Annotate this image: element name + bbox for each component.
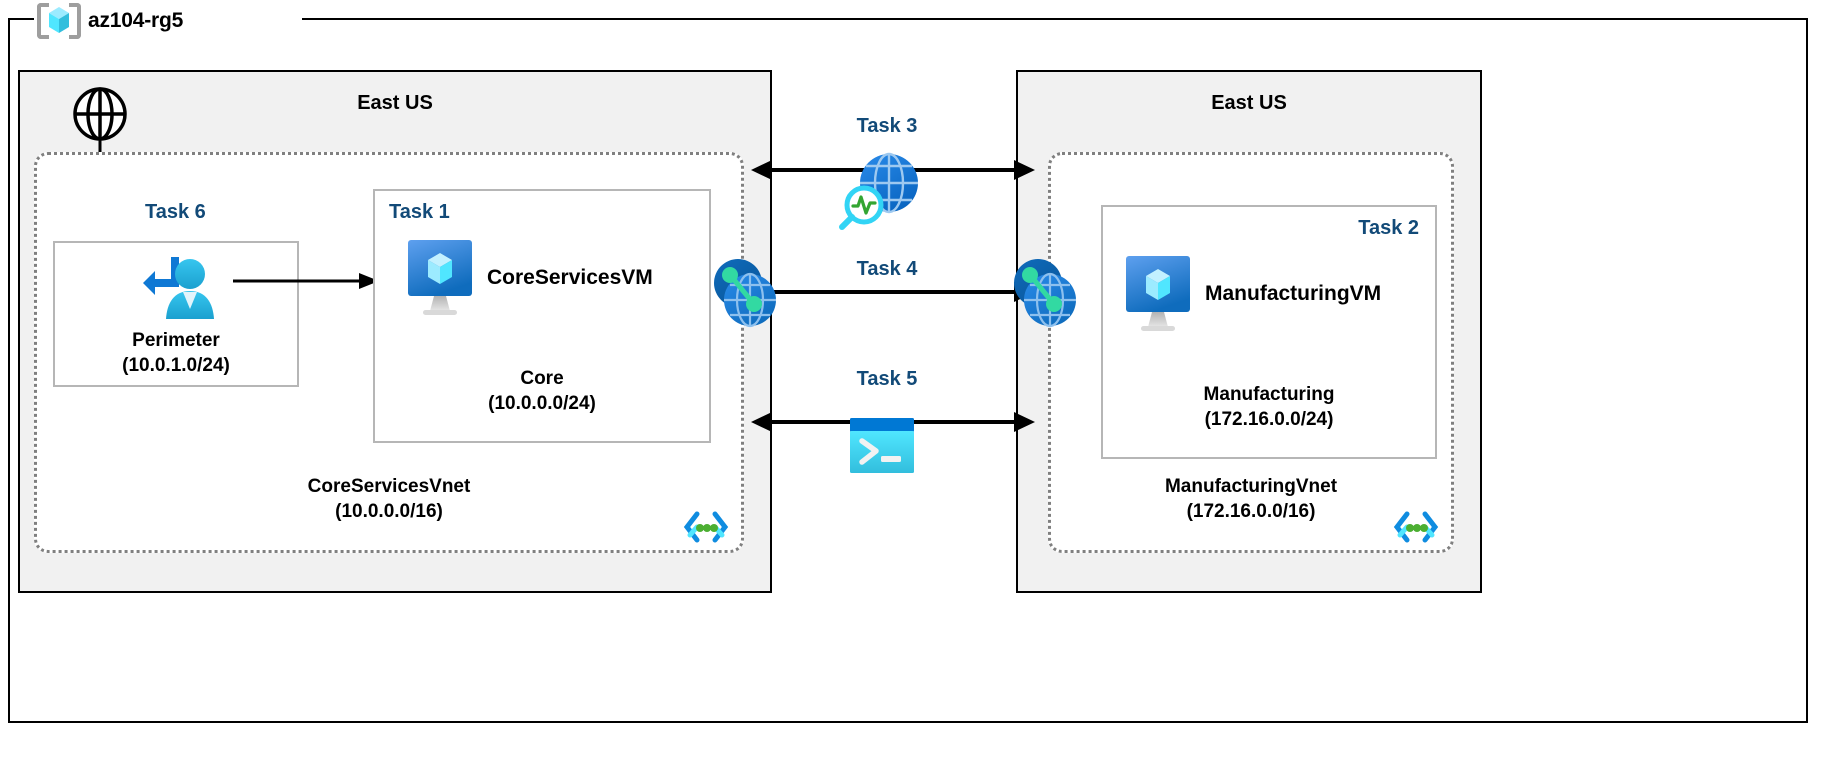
subnet-core-label: Core (10.0.0.0/24): [375, 367, 709, 416]
subnet-cidr: (172.16.0.0/24): [1204, 408, 1334, 430]
flow-label-task-4: Task 4: [856, 258, 918, 280]
globe-internet-icon: [72, 86, 128, 142]
vnet-peering-icon-left: [712, 256, 778, 332]
vm-manufacturingvm: ManufacturingVM: [1125, 255, 1381, 333]
resource-group-cube-icon: [36, 1, 82, 41]
vm-name-label: CoreServicesVM: [487, 266, 653, 289]
resource-group-title: az104-rg5: [36, 1, 192, 41]
vnet-brackets-icon: [1393, 510, 1439, 544]
resource-group-name: az104-rg5: [88, 9, 184, 32]
cloud-shell-icon: [850, 418, 914, 474]
subnet-name: Perimeter: [132, 330, 220, 351]
vnet-brackets-icon: [683, 510, 729, 544]
vnet-manufacturingvnet: ManufacturingVnet (172.16.0.0/16) Task 2: [1048, 152, 1454, 553]
resource-group-frame: [8, 18, 1808, 723]
subnet-name: Manufacturing: [1203, 384, 1335, 405]
vm-coreservicesvm: CoreServicesVM: [407, 239, 653, 317]
arrow-perimeter-to-corevm: [233, 270, 381, 292]
vnet-peering-icon-right: [1012, 256, 1078, 332]
vnet-coreservicesvnet: CoreServicesVnet (10.0.0.0/16) Task 6: [34, 152, 744, 553]
cube-glyph: [49, 7, 69, 33]
vnet-cidr: (10.0.0.0/16): [335, 500, 443, 522]
task-label-6: Task 6: [145, 201, 206, 223]
subnet-name: Core: [520, 368, 564, 389]
task-label-2: Task 2: [1358, 217, 1419, 239]
flow-label-task-3: Task 3: [856, 115, 918, 137]
vnet-coreservicesvnet-label: CoreServicesVnet (10.0.0.0/16): [37, 475, 741, 524]
vnet-name: ManufacturingVnet: [1164, 476, 1338, 498]
vm-name-label: ManufacturingVM: [1205, 282, 1382, 305]
virtual-machine-icon: [407, 239, 473, 317]
region-title-right: East US: [1211, 92, 1287, 114]
subnet-manufacturing: Task 2: [1101, 205, 1437, 459]
flow-label-task-5: Task 5: [856, 368, 918, 390]
subnet-perimeter-label: Perimeter (10.0.1.0/24): [55, 329, 297, 378]
region-panel-right: East US ManufacturingVnet (172.16.0.0/16…: [1016, 70, 1482, 593]
vnet-cidr: (172.16.0.0/16): [1186, 500, 1316, 522]
vnet-name: CoreServicesVnet: [307, 476, 471, 498]
bastion-user-icon: [141, 253, 219, 327]
network-watcher-icon: [839, 152, 926, 230]
region-title-left: East US: [357, 92, 433, 114]
virtual-machine-icon: [1125, 255, 1191, 333]
arrow-task-4: [750, 280, 1036, 304]
task-label-1: Task 1: [389, 201, 450, 223]
subnet-manufacturing-label: Manufacturing (172.16.0.0/24): [1103, 383, 1435, 432]
vnet-manufacturingvnet-label: ManufacturingVnet (172.16.0.0/16): [1051, 475, 1451, 524]
subnet-cidr: (10.0.1.0/24): [122, 354, 230, 376]
subnet-cidr: (10.0.0.0/24): [488, 392, 596, 414]
region-panel-left: East US CoreServicesVnet (10.0.0.0/16): [18, 70, 772, 593]
subnet-core: Task 1: [373, 189, 711, 443]
subnet-perimeter: Perimeter (10.0.1.0/24): [53, 241, 299, 387]
